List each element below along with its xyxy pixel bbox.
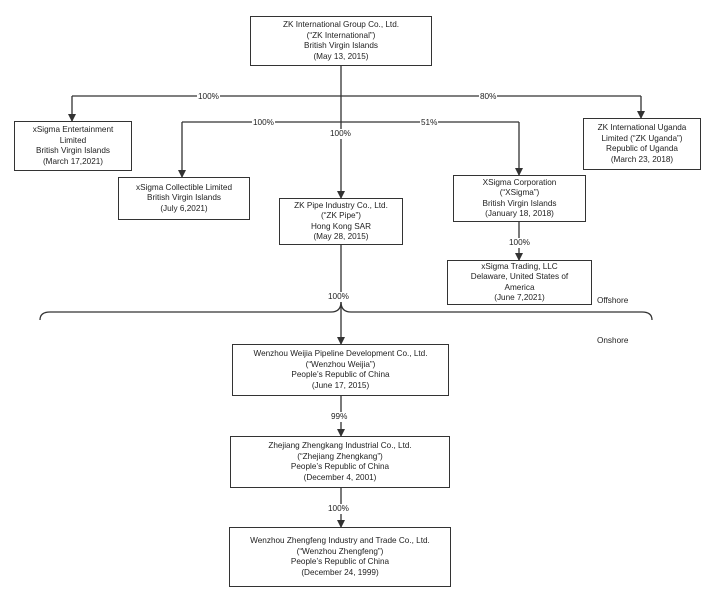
onshore-label: Onshore: [597, 336, 629, 345]
ownership-label-zk-pipe: 100%: [329, 129, 352, 139]
entity-xsigma-collectible: xSigma Collectible Limited British Virgi…: [118, 177, 250, 220]
offshore-onshore-brace: [39, 301, 653, 321]
ownership-label-xsigma-corp: 51%: [420, 118, 439, 128]
entity-zk-uganda: ZK International Uganda Limited (“ZK Uga…: [583, 118, 701, 170]
ownership-label-xsigma-coll: 100%: [252, 118, 275, 128]
entity-zk-international-group: ZK International Group Co., Ltd. (“ZK In…: [250, 16, 432, 66]
entity-xsigma-trading: xSigma Trading, LLC Delaware, United Sta…: [447, 260, 592, 305]
entity-xsigma-corporation: XSigma Corporation (“XSigma”) British Vi…: [453, 175, 586, 222]
ownership-label-zhejiang-zhengkang: 99%: [330, 412, 349, 422]
offshore-label: Offshore: [597, 296, 629, 305]
ownership-label-wenzhou-zhengfeng: 100%: [327, 504, 350, 514]
ownership-label-xsigma-trading: 100%: [508, 238, 531, 248]
entity-xsigma-entertainment: xSigma Entertainment Limited British Vir…: [14, 121, 132, 171]
ownership-label-zk-uganda: 80%: [479, 92, 498, 102]
ownership-label-xsigma-ent: 100%: [197, 92, 220, 102]
ownership-label-wenzhou-weijia: 100%: [327, 292, 350, 302]
entity-zk-pipe: ZK Pipe Industry Co., Ltd. (“ZK Pipe”) H…: [279, 198, 403, 245]
entity-wenzhou-zhengfeng: Wenzhou Zhengfeng Industry and Trade Co.…: [229, 527, 451, 587]
entity-wenzhou-weijia: Wenzhou Weijia Pipeline Development Co.,…: [232, 344, 449, 396]
entity-zhejiang-zhengkang: Zhejiang Zhengkang Industrial Co., Ltd. …: [230, 436, 450, 488]
